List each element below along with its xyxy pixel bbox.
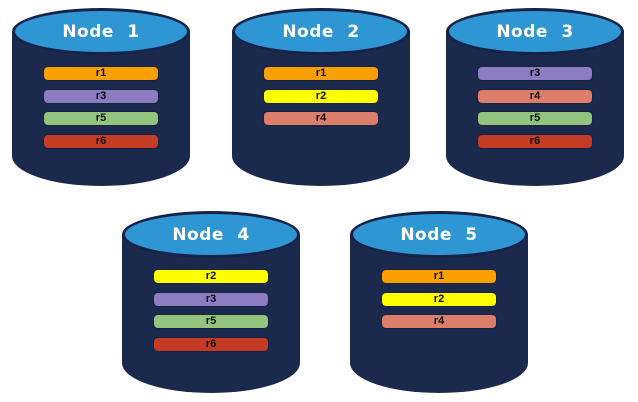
node-title: Node 4 [172, 225, 250, 245]
replica-bar-r6: r6 [478, 134, 592, 148]
replica-bar-r5: r5 [44, 112, 158, 125]
cylinder-top: Node 5 [350, 211, 528, 258]
replica-bar-r3: r3 [44, 89, 158, 103]
cylinder-top: Node 2 [232, 8, 410, 55]
cylinder-body [446, 31, 624, 186]
db-node-5: Node 5 r1 r2 r4 [350, 211, 528, 393]
replica-bar-r2: r2 [264, 89, 378, 103]
cylinder-top: Node 4 [122, 211, 300, 258]
replica-list: r2 r3 r5 r6 [122, 270, 300, 351]
replica-list: r1 r3 r5 r6 [12, 67, 190, 148]
node-title: Node 1 [62, 22, 140, 42]
replica-bar-r1: r1 [382, 270, 496, 283]
db-node-4: Node 4 r2 r3 r5 r6 [122, 211, 300, 393]
replica-list: r1 r2 r4 [350, 270, 528, 328]
replica-list: r3 r4 r5 r6 [446, 67, 624, 148]
cylinder-top: Node 1 [12, 8, 190, 55]
node-title: Node 2 [282, 22, 360, 42]
replica-bar-r4: r4 [478, 89, 592, 103]
db-node-3: Node 3 r3 r4 r5 r6 [446, 8, 624, 186]
replica-bar-r2: r2 [382, 292, 496, 306]
replica-bar-r2: r2 [154, 270, 268, 283]
replica-list: r1 r2 r4 [232, 67, 410, 125]
node-title: Node 3 [496, 22, 574, 42]
replica-bar-r6: r6 [44, 134, 158, 148]
replica-bar-r3: r3 [478, 67, 592, 80]
node-title: Node 5 [400, 225, 478, 245]
cylinder-top: Node 3 [446, 8, 624, 55]
replica-bar-r1: r1 [44, 67, 158, 80]
cylinder-body [122, 234, 300, 393]
replica-bar-r4: r4 [382, 315, 496, 328]
cylinder-body [232, 31, 410, 186]
replica-bar-r6: r6 [154, 337, 268, 351]
replica-bar-r1: r1 [264, 67, 378, 80]
replica-bar-r4: r4 [264, 112, 378, 125]
cylinder-body [12, 31, 190, 186]
cylinder-body [350, 234, 528, 393]
db-node-2: Node 2 r1 r2 r4 [232, 8, 410, 186]
replica-bar-r5: r5 [478, 112, 592, 125]
replica-bar-r5: r5 [154, 315, 268, 328]
db-node-1: Node 1 r1 r3 r5 r6 [12, 8, 190, 186]
replica-bar-r3: r3 [154, 292, 268, 306]
